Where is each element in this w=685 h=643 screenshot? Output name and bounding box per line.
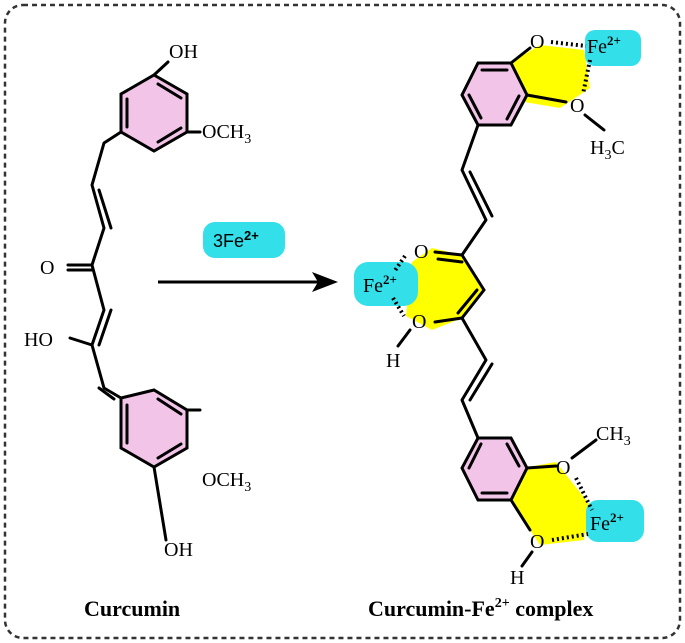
curcumin-caption: Curcumin bbox=[84, 596, 180, 621]
complex-o-center-2: O bbox=[412, 311, 426, 333]
curcumin-och3-top: OCH3 bbox=[202, 121, 251, 147]
complex-fe-bottom: Fe2+ bbox=[590, 510, 624, 535]
complex-caption: Curcumin-Fe2+ complex bbox=[368, 596, 593, 621]
curcumin-top-ring bbox=[119, 73, 189, 153]
complex-o-bottom-1: O bbox=[556, 457, 570, 479]
reagent-badge bbox=[203, 222, 285, 258]
curcumin-molecule: OH OCH3 O HO OCH3 OH bbox=[24, 41, 251, 561]
fe-badge-left bbox=[354, 262, 418, 306]
curcumin-bottom-ring bbox=[119, 388, 189, 469]
complex-h-bottom: H bbox=[510, 567, 524, 589]
fe-badge-bottom bbox=[586, 500, 644, 542]
complex-o-top-1: O bbox=[530, 31, 544, 53]
top-chelate-ring bbox=[510, 45, 590, 108]
complex-top-ring bbox=[460, 61, 529, 127]
complex-o-bottom-2: O bbox=[530, 531, 544, 553]
curcumin-carbonyl-o: O bbox=[40, 257, 54, 279]
curcumin-ho: HO bbox=[24, 329, 53, 351]
bottom-chelate-ring bbox=[510, 462, 590, 545]
complex-o-center-1: O bbox=[414, 241, 428, 263]
curcumin-och3-bottom: OCH3 bbox=[202, 469, 251, 495]
complex-fe-left: Fe2+ bbox=[363, 272, 397, 297]
reagent-label: 3Fe2+ bbox=[213, 228, 259, 251]
complex-o-top-2: O bbox=[570, 95, 584, 117]
complex-ch3: CH3 bbox=[596, 423, 631, 449]
dashed-border bbox=[3, 3, 682, 640]
curcumin-oh-bottom: OH bbox=[164, 539, 193, 561]
central-chelate-ring bbox=[406, 248, 484, 330]
complex-bottom-ring bbox=[460, 436, 529, 502]
reaction-arrow bbox=[158, 272, 338, 292]
complex-h-center: H bbox=[386, 350, 400, 372]
complex-h3c: H3C bbox=[590, 137, 625, 163]
complex-molecule: O O Fe2+ H3C O O Fe2+ H bbox=[354, 30, 644, 589]
fe-badge-top bbox=[585, 30, 641, 66]
curcumin-oh-top: OH bbox=[169, 41, 198, 63]
complex-fe-top: Fe2+ bbox=[587, 33, 621, 58]
